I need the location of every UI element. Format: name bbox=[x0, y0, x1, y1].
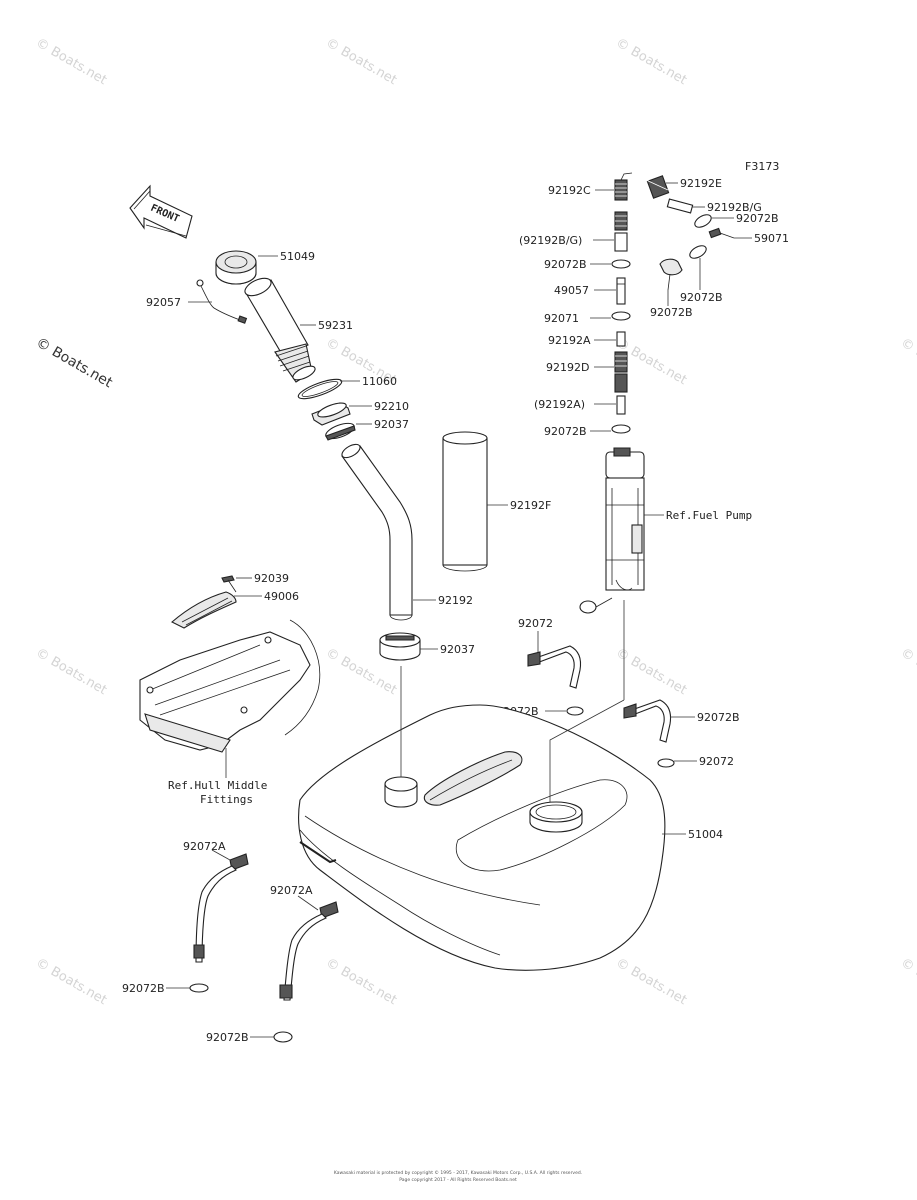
diagram-code: F3173 bbox=[745, 160, 779, 173]
part-label[interactable]: 92057 bbox=[146, 296, 181, 309]
fuel-hose-bent-icon[interactable] bbox=[340, 442, 413, 621]
fuel-hose-straight-icon[interactable] bbox=[442, 431, 488, 572]
watermark: © Boats.net bbox=[33, 955, 109, 1008]
part-label[interactable]: 51004 bbox=[688, 828, 723, 841]
fuel-pump-icon bbox=[579, 447, 645, 614]
part-label[interactable]: 49006 bbox=[264, 590, 299, 603]
screw-icon[interactable] bbox=[221, 575, 237, 593]
part-label[interactable]: 92039 bbox=[254, 572, 289, 585]
part-label[interactable]: 92192 bbox=[438, 594, 473, 607]
hose-clamp-icon[interactable] bbox=[324, 420, 356, 442]
clip-icon[interactable] bbox=[693, 212, 714, 230]
fitting-icon[interactable] bbox=[616, 277, 626, 305]
o-ring-icon[interactable] bbox=[296, 375, 343, 402]
part-label[interactable]: 92072B bbox=[680, 291, 723, 304]
part-label[interactable]: 92037 bbox=[440, 643, 475, 656]
nut-icon[interactable] bbox=[311, 400, 351, 426]
spring-icon[interactable] bbox=[645, 175, 670, 199]
watermark: © Boats.net bbox=[33, 645, 109, 698]
strap-icon[interactable] bbox=[623, 699, 672, 743]
part-label[interactable]: 92072 bbox=[518, 617, 553, 630]
part-label[interactable]: (92192A) bbox=[534, 398, 585, 411]
part-label[interactable]: 92037 bbox=[374, 418, 409, 431]
part-label[interactable]: 11060 bbox=[362, 375, 397, 388]
part-label[interactable]: 92072B bbox=[544, 258, 587, 271]
part-label[interactable]: 92210 bbox=[374, 400, 409, 413]
fitting-icon[interactable] bbox=[616, 395, 626, 415]
watermark: © Boats.net bbox=[613, 955, 689, 1008]
part-label[interactable]: 92072A bbox=[183, 840, 226, 853]
reference-label: Fittings bbox=[200, 793, 253, 806]
part-label[interactable]: 92072B bbox=[650, 306, 693, 319]
watermark: © Boats.net bbox=[898, 955, 917, 1008]
clip-icon[interactable] bbox=[657, 758, 675, 768]
hull-middle-fittings-icon bbox=[139, 619, 321, 753]
clip-icon[interactable] bbox=[611, 424, 631, 434]
tether-cord-icon[interactable] bbox=[196, 279, 248, 324]
part-label[interactable]: 49057 bbox=[554, 284, 589, 297]
part-label[interactable]: 92072B bbox=[122, 982, 165, 995]
clip-icon[interactable] bbox=[273, 1031, 293, 1043]
hose-segment-icon[interactable] bbox=[614, 172, 633, 201]
strap-icon[interactable] bbox=[279, 901, 339, 1001]
filler-neck-icon[interactable] bbox=[242, 275, 317, 383]
clip-icon[interactable] bbox=[189, 983, 209, 993]
part-label[interactable]: 92072B bbox=[206, 1031, 249, 1044]
part-label[interactable]: (92192B/G) bbox=[519, 234, 582, 247]
part-label[interactable]: 92192C bbox=[548, 184, 591, 197]
part-label[interactable]: 92072A bbox=[270, 884, 313, 897]
clip-icon[interactable] bbox=[566, 706, 584, 716]
watermark: © Boats.net bbox=[898, 645, 917, 698]
fuel-cap-icon[interactable] bbox=[215, 250, 257, 285]
watermark: © Boats.net bbox=[323, 35, 399, 88]
clip-icon[interactable] bbox=[688, 243, 709, 261]
clip-icon[interactable] bbox=[611, 311, 631, 321]
part-label[interactable]: 92072B bbox=[736, 212, 779, 225]
part-label[interactable]: 92072B bbox=[697, 711, 740, 724]
strap-icon[interactable] bbox=[527, 645, 582, 689]
reference-label: Ref.Hull Middle bbox=[168, 779, 267, 792]
watermark-large: © Boats.net bbox=[33, 335, 115, 392]
fuel-tank-icon[interactable] bbox=[298, 704, 666, 971]
hose-segment-icon[interactable] bbox=[614, 211, 628, 231]
part-label[interactable]: 92192A bbox=[548, 334, 591, 347]
fitting-icon[interactable] bbox=[616, 331, 626, 347]
part-label[interactable]: 92072B bbox=[544, 425, 587, 438]
part-label[interactable]: 59231 bbox=[318, 319, 353, 332]
copyright-line: Kawasaki material is protected by copyri… bbox=[334, 1169, 582, 1176]
watermark: © Boats.net bbox=[613, 35, 689, 88]
watermark: © Boats.net bbox=[613, 645, 689, 698]
part-label[interactable]: 92192D bbox=[546, 361, 589, 374]
watermark: © Boats.net bbox=[323, 955, 399, 1008]
check-valve-icon[interactable] bbox=[708, 227, 735, 239]
strap-icon[interactable] bbox=[193, 853, 249, 963]
reference-label: Ref.Fuel Pump bbox=[666, 509, 752, 522]
clip-icon[interactable] bbox=[611, 259, 631, 269]
hose-clamp-icon[interactable] bbox=[379, 632, 421, 661]
part-label[interactable]: 51049 bbox=[280, 250, 315, 263]
hose-segment-icon[interactable] bbox=[614, 351, 628, 393]
part-label[interactable]: 59071 bbox=[754, 232, 789, 245]
hose-segment-icon[interactable] bbox=[666, 198, 694, 214]
bracket-icon[interactable] bbox=[171, 591, 237, 629]
part-label[interactable]: 92192B/G bbox=[707, 201, 762, 214]
hose-segment-icon[interactable] bbox=[614, 232, 628, 252]
part-label[interactable]: 92071 bbox=[544, 312, 579, 325]
part-label[interactable]: 92192E bbox=[680, 177, 722, 190]
watermark: © Boats.net bbox=[898, 335, 917, 388]
watermark: © Boats.net bbox=[33, 35, 109, 88]
part-label[interactable]: 92072 bbox=[699, 755, 734, 768]
copyright-line: Page copyright 2017 - All Rights Reserve… bbox=[399, 1177, 517, 1183]
filter-icon[interactable] bbox=[659, 258, 683, 291]
front-arrow: FRONT bbox=[129, 184, 193, 239]
part-label[interactable]: 92192F bbox=[510, 499, 551, 512]
